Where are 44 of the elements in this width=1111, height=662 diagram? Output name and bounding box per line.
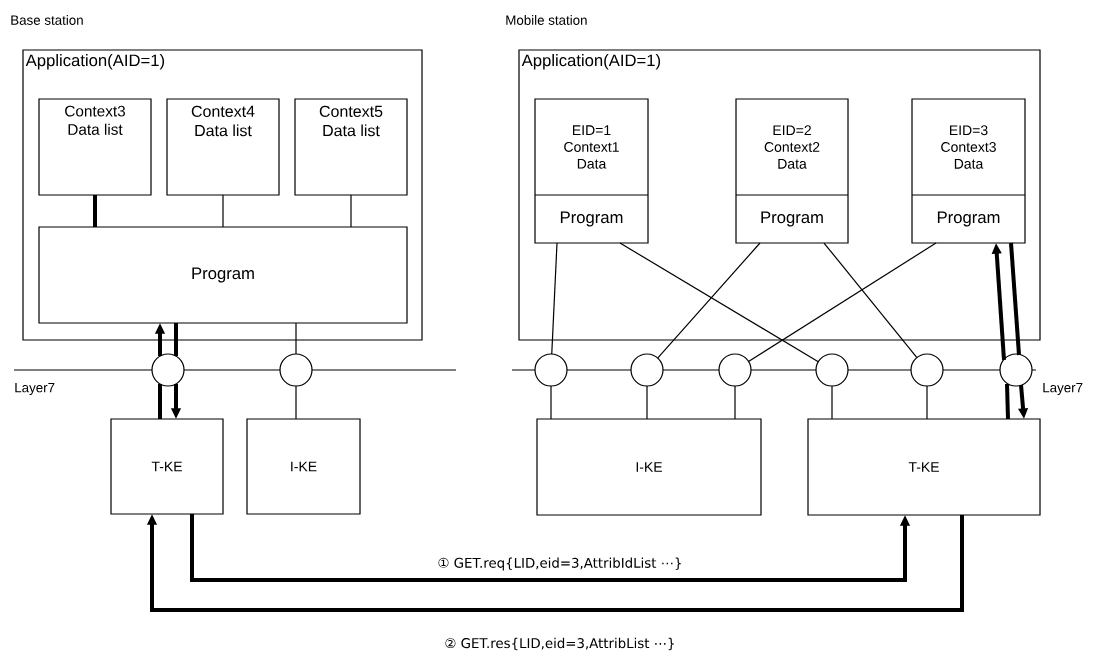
program-box: Program bbox=[38, 226, 408, 324]
entity-box: EID=2 Context2 Data Program bbox=[735, 98, 849, 244]
process-box: T-KE bbox=[110, 418, 224, 515]
entity-box: EID=1 Context1 Data Program bbox=[534, 98, 649, 244]
edge-label: ① GET.req{LID,eid=3,AttribIdList ⋯} bbox=[436, 556, 684, 572]
heading-text: Mobile station bbox=[506, 15, 587, 25]
process-box: I-KE bbox=[246, 418, 361, 515]
connector-line bbox=[551, 242, 558, 355]
connector-line bbox=[350, 194, 352, 228]
port-circle bbox=[815, 353, 849, 387]
context-box: Context3 Data list bbox=[38, 98, 152, 196]
connector-line bbox=[1005, 383, 1010, 420]
connector-line bbox=[295, 322, 297, 355]
connector-line bbox=[831, 385, 833, 420]
connector-line bbox=[823, 242, 918, 359]
connector-line bbox=[158, 384, 162, 419]
context-box: Context5 Data list bbox=[294, 98, 408, 196]
process-box: T-KE bbox=[807, 418, 1041, 516]
connector-line bbox=[926, 385, 928, 420]
process-box: I-KE bbox=[536, 418, 762, 516]
port-circle bbox=[630, 353, 664, 387]
connector-line bbox=[619, 242, 819, 363]
layer-label: Layer7 bbox=[15, 383, 55, 395]
port-circle bbox=[910, 353, 944, 387]
connector-line bbox=[174, 323, 178, 356]
port-circle bbox=[718, 353, 752, 387]
connector-line bbox=[646, 385, 648, 420]
connector-line bbox=[1009, 242, 1021, 356]
port-circle bbox=[534, 353, 568, 387]
connector-line bbox=[222, 194, 224, 228]
heading-text: Base station bbox=[11, 15, 83, 25]
connector-line bbox=[734, 385, 736, 420]
connector-line bbox=[550, 385, 552, 420]
connector-line bbox=[295, 385, 297, 420]
connector-line bbox=[747, 242, 937, 363]
connector-line bbox=[93, 195, 97, 227]
edge-label: ② GET.res{LID,eid=3,AttribList ⋯} bbox=[443, 636, 677, 652]
port-circle bbox=[151, 353, 185, 387]
port-circle bbox=[999, 353, 1033, 387]
connector-line bbox=[657, 242, 761, 359]
context-box: Context4 Data list bbox=[166, 98, 280, 196]
entity-box: EID=3 Context3 Data Program bbox=[911, 98, 1026, 244]
layer-label: Layer7 bbox=[1043, 383, 1083, 395]
port-circle bbox=[279, 353, 313, 387]
